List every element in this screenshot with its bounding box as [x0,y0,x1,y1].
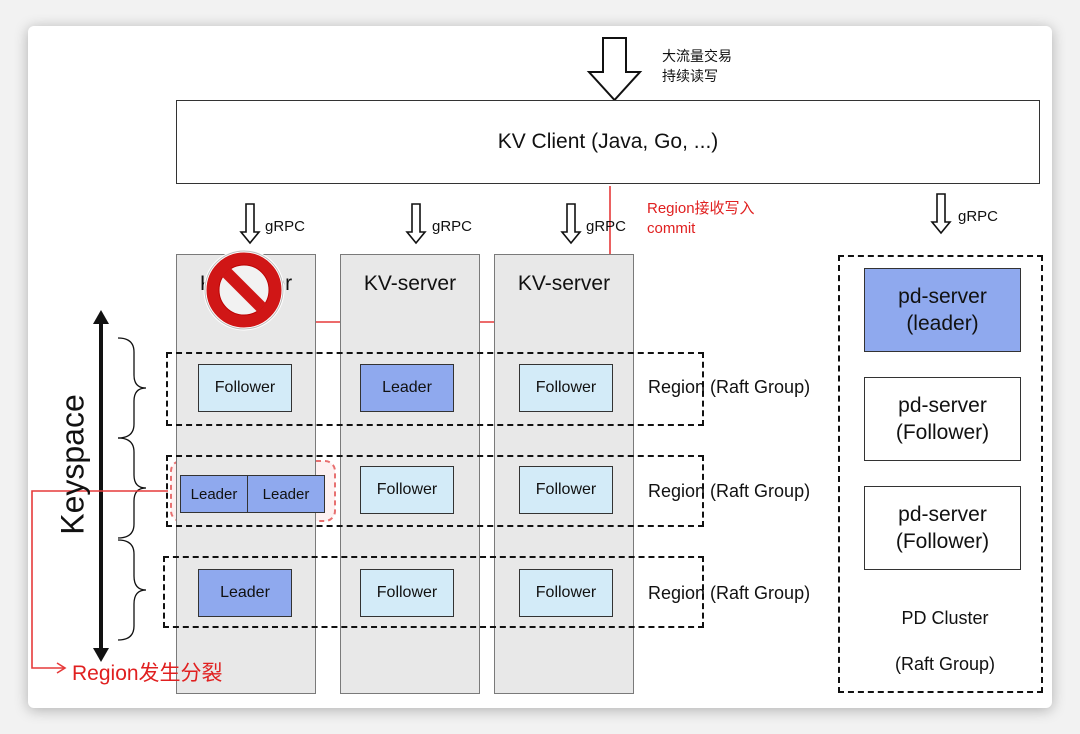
traffic-arrow-icon [586,37,643,102]
grpc-arrow-icon [560,203,582,245]
commit-note-line1: Region接收写入 [647,200,755,217]
traffic-note-line2: 持续读写 [662,68,718,84]
replica-follower: Follower [519,466,613,514]
grpc-arrow-icon [239,203,261,245]
pd-cluster-label: PD Cluster [901,608,989,628]
pd-server-follower: pd-server (Follower) [864,486,1021,570]
replica-leader-split-b: Leader [247,475,325,513]
region-group [166,352,704,426]
replica-follower: Follower [360,569,454,617]
replica-follower: Follower [519,569,613,617]
pd-server-role: (Follower) [895,421,990,444]
traffic-note: 大流量交易 持续读写 [662,46,732,86]
grpc-label: gRPC [586,218,627,235]
kv-server-title: KV-server [363,272,457,295]
region-label: Region (Raft Group) [648,583,811,603]
pd-server-name: pd-server [898,394,987,417]
replica-follower: Follower [519,364,613,412]
grpc-label: gRPC [432,218,473,235]
replica-leader: Leader [360,364,454,412]
pd-server-leader: pd-server (leader) [864,268,1021,352]
split-note: Region发生分裂 [72,662,223,685]
traffic-note-line1: 大流量交易 [662,48,732,64]
replica-leader-split-a: Leader [180,475,248,513]
grpc-arrow-icon [405,203,427,245]
commit-note-line2: commit [647,220,696,237]
region-group [166,455,704,527]
replica-follower: Follower [360,466,454,514]
commit-note: Region接收写入 commit [647,199,755,239]
replica-follower: Follower [198,364,292,412]
pd-server-follower: pd-server (Follower) [864,377,1021,461]
region-label: Region (Raft Group) [648,377,811,397]
pd-cluster-raft-label: (Raft Group) [894,654,996,674]
pd-cluster-group [838,255,1043,693]
grpc-arrow-icon [930,193,952,235]
grpc-label: gRPC [958,208,999,225]
grpc-label: gRPC [265,218,306,235]
kv-client-label: KV Client (Java, Go, ...) [497,130,719,153]
replica-leader: Leader [198,569,292,617]
kv-client-box: KV Client (Java, Go, ...) [176,100,1040,184]
region-label: Region (Raft Group) [648,481,811,501]
pd-server-role: (leader) [906,312,979,335]
pd-server-role: (Follower) [895,530,990,553]
pd-server-name: pd-server [898,503,987,526]
prohibited-icon [203,249,285,331]
pd-server-name: pd-server [898,285,987,308]
kv-server-title: KV-server [517,272,611,295]
region-group [163,556,704,628]
